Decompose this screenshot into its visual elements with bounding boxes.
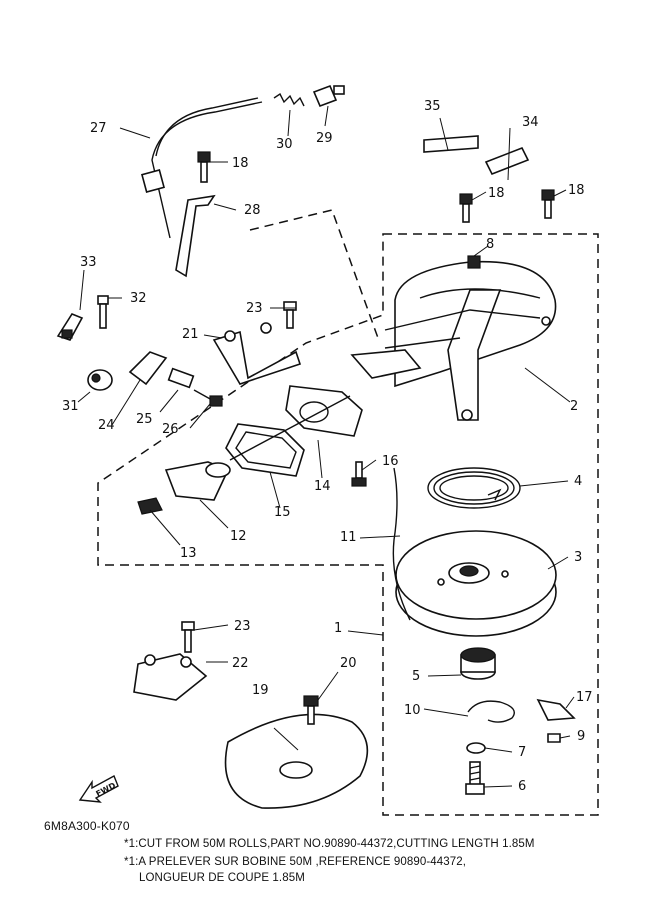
bolt-part-32 (97, 295, 109, 329)
pawl-bushing (460, 647, 496, 680)
callout-10: 10 (404, 703, 421, 718)
collar-part-31 (87, 369, 113, 391)
assembly-outline-main (97, 233, 599, 816)
bolt-23-upper (283, 301, 297, 329)
spiral-spring (427, 467, 521, 509)
bolt-18-mid (459, 193, 473, 223)
callout-26: 26 (162, 422, 179, 437)
label-part-35 (423, 135, 479, 153)
bracket-part-21 (212, 322, 302, 385)
callout-6: 6 (518, 779, 526, 794)
note-english: *1:CUT FROM 50M ROLLS,PART NO.90890-4437… (124, 838, 535, 850)
label-part-34 (484, 146, 530, 176)
assembly-outline-bracket (249, 209, 379, 339)
callout-35: 35 (424, 99, 441, 114)
base-plate-part-19 (224, 713, 369, 809)
pawl-part-17 (536, 698, 576, 721)
starter-housing (350, 260, 557, 421)
bolt-18-left (197, 151, 211, 183)
callout-18-mid: 18 (488, 186, 505, 201)
bolt-part-6 (465, 761, 485, 795)
clip-part-10 (467, 700, 515, 723)
callout-11: 11 (340, 530, 357, 545)
callout-18-left: 18 (232, 156, 249, 171)
callout-33: 33 (80, 255, 97, 270)
callout-13: 13 (180, 546, 197, 561)
callout-20: 20 (340, 656, 357, 671)
spring-part-30 (273, 92, 305, 107)
callout-25: 25 (136, 412, 153, 427)
link-part-24 (128, 351, 168, 386)
leader-lines (77, 105, 575, 788)
rope-guide-part-14 (285, 385, 363, 437)
callout-3: 3 (574, 550, 582, 565)
callout-31: 31 (62, 399, 79, 414)
sleeve-part-25 (167, 367, 195, 389)
bolt-18-right (541, 189, 555, 219)
starter-cable-part-27 (151, 101, 263, 239)
callout-34: 34 (522, 115, 539, 130)
nut-part-8 (467, 255, 481, 269)
plunger-part-29 (312, 84, 345, 108)
callout-4: 4 (574, 474, 582, 489)
callout-32: 32 (130, 291, 147, 306)
recoil-pulley (395, 530, 557, 637)
note-french-line2: LONGUEUR DE COUPE 1.85M (139, 872, 305, 884)
callout-14: 14 (314, 479, 331, 494)
starter-rope-part-11 (229, 395, 411, 621)
bracket-part-28 (175, 194, 216, 278)
callout-7: 7 (518, 745, 526, 760)
note-french-line1: *1:A PRELEVER SUR BOBINE 50M ,REFERENCE … (124, 856, 467, 868)
callout-5: 5 (412, 669, 420, 684)
bolt-part-16 (351, 461, 367, 487)
handle-insert-part-13 (137, 497, 163, 515)
callout-22: 22 (232, 656, 249, 671)
callout-1: 1 (334, 621, 342, 636)
diagram-code: 6M8A300-K070 (44, 819, 130, 833)
callout-30: 30 (276, 137, 293, 152)
callout-21: 21 (182, 327, 199, 342)
bracket-part-22 (133, 653, 208, 701)
callout-23-lower: 23 (234, 619, 251, 634)
seal-part-15 (225, 423, 305, 477)
callout-27: 27 (90, 121, 107, 136)
callout-16: 16 (382, 454, 399, 469)
callout-2: 2 (570, 399, 578, 414)
fwd-arrow-icon: FWD (78, 772, 120, 806)
callout-9: 9 (577, 729, 585, 744)
bolt-23-lower (181, 621, 195, 653)
bolt-part-20 (303, 695, 319, 725)
callout-12: 12 (230, 529, 247, 544)
callout-18-right: 18 (568, 183, 585, 198)
washer-part-7 (466, 742, 486, 754)
callout-29: 29 (316, 131, 333, 146)
callout-8: 8 (486, 237, 494, 252)
callout-17: 17 (576, 690, 593, 705)
clip-part-9 (547, 733, 561, 743)
callout-labels: 1 2 3 4 5 6 7 8 9 10 11 12 13 14 15 16 1… (62, 99, 593, 794)
callout-19: 19 (252, 683, 269, 698)
lever-part-33 (56, 313, 84, 341)
callout-15: 15 (274, 505, 291, 520)
callout-28: 28 (244, 203, 261, 218)
callout-23-upper: 23 (246, 301, 263, 316)
callout-24: 24 (98, 418, 115, 433)
bolt-part-26 (193, 389, 223, 407)
starter-handle-part-12 (164, 461, 231, 501)
